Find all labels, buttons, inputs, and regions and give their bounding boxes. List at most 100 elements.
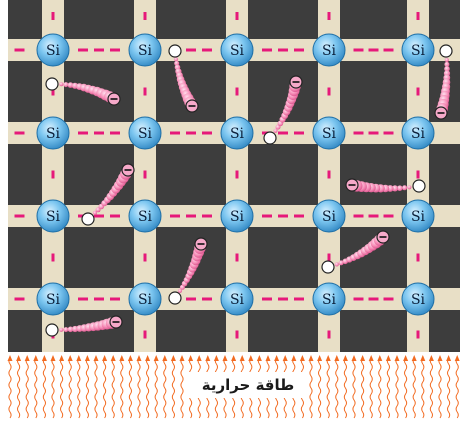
silicon-atom: Si (37, 117, 69, 149)
heat-wave (147, 358, 149, 418)
heat-arrowhead (119, 355, 124, 361)
bond-electron (262, 298, 272, 301)
electron-minus-sign (125, 169, 132, 171)
heat-wave (9, 358, 11, 418)
atom-symbol: Si (230, 209, 245, 225)
bond-electron (278, 132, 288, 135)
heat-arrowhead (240, 355, 245, 361)
heat-arrow (162, 355, 167, 418)
heat-arrow (128, 355, 133, 418)
heat-arrowhead (154, 355, 159, 361)
heat-wave (112, 358, 114, 418)
heat-arrow (137, 355, 142, 418)
bond-electron (186, 132, 196, 135)
hole-marker (264, 132, 276, 144)
heat-arrowhead (334, 355, 339, 361)
bond-electron (94, 215, 104, 218)
heat-arrow (377, 355, 382, 418)
heat-arrow (25, 355, 30, 418)
heat-arrowhead (197, 355, 202, 361)
heat-arrow (171, 355, 176, 418)
trail-bead (407, 185, 411, 189)
atom-symbol: Si (138, 292, 153, 308)
trail-bead (335, 262, 339, 266)
bond-electron (94, 49, 104, 52)
heat-wave (456, 358, 458, 418)
atom-symbol: Si (230, 43, 245, 59)
heat-wave (95, 358, 97, 418)
heat-wave (104, 358, 106, 418)
heat-wave (164, 358, 166, 418)
heat-arrow (386, 355, 391, 418)
heat-wave (26, 358, 28, 418)
electron-minus-sign (438, 112, 445, 114)
heat-arrowhead (403, 355, 408, 361)
bond-electron (417, 12, 420, 20)
heat-wave (43, 358, 45, 418)
heat-arrowhead (274, 355, 279, 361)
electron-minus-sign (111, 98, 118, 100)
heat-arrowhead (42, 355, 47, 361)
heat-arrowhead (438, 355, 443, 361)
heat-wave (181, 358, 183, 418)
heat-wave (52, 358, 54, 418)
bond-electron (278, 298, 288, 301)
bond-electron (236, 12, 239, 20)
heat-wave (327, 358, 329, 418)
heat-arrowhead (33, 355, 38, 361)
silicon-atom: Si (129, 200, 161, 232)
heat-wave (430, 358, 432, 418)
heat-arrowhead (446, 355, 451, 361)
heat-arrowhead (386, 355, 391, 361)
heat-arrowhead (455, 355, 460, 361)
heat-arrow (94, 355, 99, 418)
bond-electron (170, 132, 180, 135)
hole-marker (440, 45, 452, 57)
heat-arrowhead (214, 355, 219, 361)
heat-arrowhead (25, 355, 30, 361)
heat-arrowhead (171, 355, 176, 361)
bond-electron (78, 298, 88, 301)
bond-electron (417, 88, 420, 96)
electron-minus-sign (380, 236, 387, 238)
bond-electron (236, 254, 239, 262)
bond-electron (186, 49, 196, 52)
heat-arrow (8, 355, 13, 418)
heat-wave (319, 358, 321, 418)
bond-electron (15, 215, 25, 218)
heat-arrowhead (76, 355, 81, 361)
bond-electron (294, 49, 304, 52)
hole-marker (46, 324, 58, 336)
bond-electron (110, 215, 120, 218)
bond-electron (144, 254, 147, 262)
silicon-atom: Si (313, 200, 345, 232)
heat-arrow (360, 355, 365, 418)
bond-electron (328, 331, 331, 339)
heat-arrow (111, 355, 116, 418)
heat-wave (138, 358, 140, 418)
bond-electron (15, 49, 25, 52)
bond-electron (110, 298, 120, 301)
silicon-atom: Si (129, 117, 161, 149)
heat-arrow (145, 355, 150, 418)
heat-arrowhead (128, 355, 133, 361)
hole-marker (169, 292, 181, 304)
bond-electron (78, 132, 88, 135)
heat-arrow (403, 355, 408, 418)
atom-symbol: Si (46, 292, 61, 308)
heat-arrow (68, 355, 73, 418)
heat-arrow (326, 355, 331, 418)
heat-arrowhead (68, 355, 73, 361)
silicon-atom: Si (313, 34, 345, 66)
bond-electron (384, 215, 394, 218)
heat-arrowhead (412, 355, 417, 361)
trail-bead (59, 328, 63, 332)
heat-arrowhead (343, 355, 348, 361)
heat-arrowhead (16, 355, 21, 361)
electron-minus-sign (189, 105, 196, 107)
bond-electron (186, 298, 196, 301)
bond-electron (52, 171, 55, 179)
heat-arrowhead (137, 355, 142, 361)
